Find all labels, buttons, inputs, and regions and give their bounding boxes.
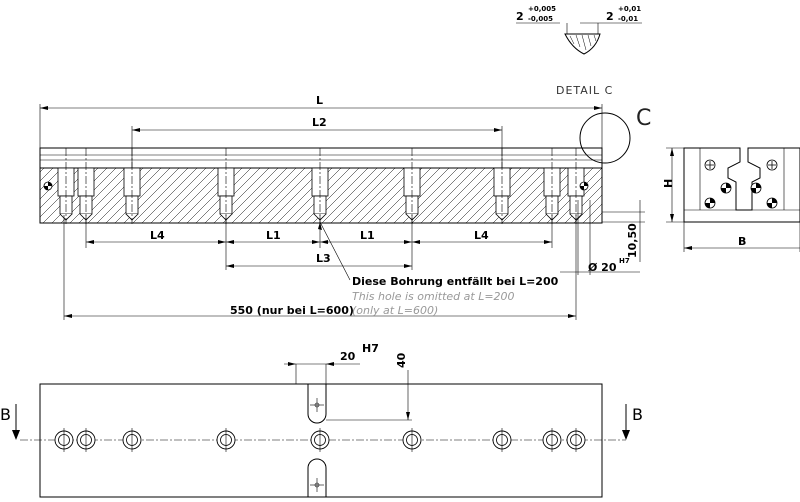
bore-pocket: [57, 148, 75, 224]
dim-550-en: (only at L=600): [352, 304, 438, 317]
tolerance-callout: 2 +0,005 -0,005 2 +0,01 -0,01: [516, 5, 642, 55]
dim-L1-right: L1: [360, 229, 375, 242]
top-view-outline: [39, 383, 603, 498]
dim-bore: Ø 20: [588, 261, 617, 274]
counterbore-hole-icon: [402, 428, 422, 452]
tol-left-upper: +0,005: [528, 5, 556, 13]
detail-marker: C: [636, 106, 651, 131]
top-view-holes: [54, 428, 586, 452]
chamfer-detail-shape: [564, 33, 601, 55]
slot-lower: [307, 458, 327, 497]
bore-pocket: [567, 148, 585, 224]
dim-L: L: [316, 94, 323, 107]
section-label-right: B: [632, 405, 643, 424]
tol-right-nominal: 2: [606, 10, 614, 23]
counterbore-hole-icon: [310, 428, 330, 452]
tol-left-lower: -0,005: [528, 15, 553, 23]
dim-slot-depth: 40: [395, 352, 408, 368]
bore-pocket: [493, 148, 511, 224]
profile-outline: [683, 147, 800, 223]
dim-H: H: [662, 179, 675, 188]
bore-pocket: [77, 148, 95, 224]
dim-L4-left: L4: [150, 229, 165, 242]
detail-label: DETAIL C: [556, 84, 613, 97]
dim-L2: L2: [312, 116, 327, 129]
bore-pocket: [217, 148, 235, 224]
detail-circle: [579, 112, 631, 164]
bore-pocket: [543, 148, 561, 224]
bore-pocket: [311, 148, 329, 224]
counterbore-hole-icon: [216, 428, 236, 452]
hole-note-de: Diese Bohrung entfällt bei L=200: [352, 275, 559, 288]
dim-550: 550 (nur bei L=600): [230, 304, 354, 317]
pin-marker-icon: [704, 197, 716, 209]
counterbore-hole-icon: [492, 428, 512, 452]
section-hatching: [40, 168, 602, 223]
pin-marker-icon: [766, 197, 778, 209]
side-view: L L2: [39, 94, 645, 320]
top-view: 20 H7 40 B B: [0, 342, 643, 498]
dim-height-offset: 10,50: [626, 223, 639, 258]
tol-right-lower: -0,01: [618, 15, 638, 23]
counterbore-hole-icon: [54, 428, 74, 452]
counterbore-hole-icon: [566, 428, 586, 452]
pin-marker-icon: [750, 182, 762, 194]
dim-L4-right: L4: [474, 229, 489, 242]
cross-section-view: H B: [662, 147, 800, 252]
dim-L1-left: L1: [266, 229, 281, 242]
section-label-left: B: [0, 405, 11, 424]
counterbore-hole-icon: [76, 428, 96, 452]
bore-pocket: [123, 148, 141, 224]
hole-note-en: This hole is omitted at L=200: [352, 290, 515, 303]
pin-marker-icon: [720, 182, 732, 194]
tol-right-upper: +0,01: [618, 5, 641, 13]
bore-pocket: [403, 148, 421, 224]
tol-left-nominal: 2: [516, 10, 524, 23]
dim-L3: L3: [316, 252, 331, 265]
counterbore-hole-icon: [542, 428, 562, 452]
bore-pockets: [57, 148, 585, 224]
slot-upper: [307, 384, 327, 424]
dim-slot-fit: H7: [362, 342, 379, 355]
rail-top-strip: [39, 147, 603, 169]
counterbore-hole-icon: [122, 428, 142, 452]
dim-B: B: [738, 235, 746, 248]
dim-slot-width: 20: [340, 350, 356, 363]
dim-bore-fit: H7: [619, 257, 630, 265]
